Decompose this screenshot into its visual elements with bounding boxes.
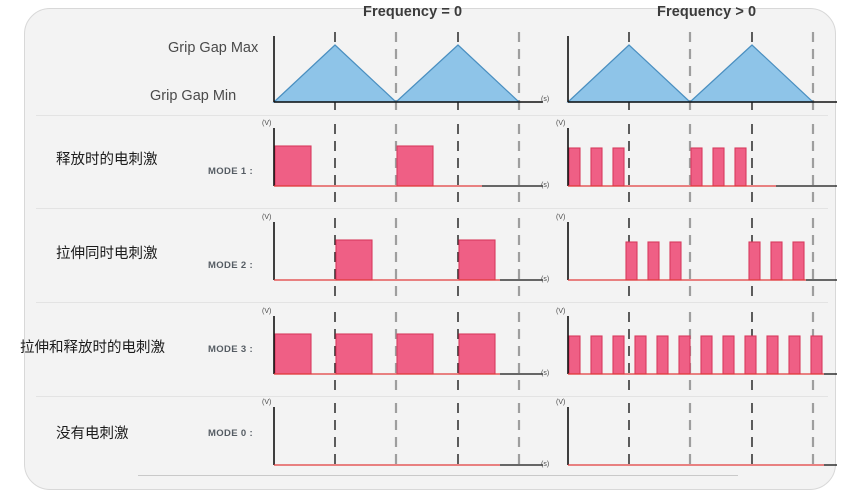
row-description-mode3: 拉伸和释放时的电刺激 xyxy=(20,340,165,356)
mode2-plot-left xyxy=(268,218,550,296)
row-description-mode0: 没有电刺激 xyxy=(56,426,129,442)
voltage-unit-label-mode2-left: (V) xyxy=(262,214,272,221)
voltage-unit-label-mode0-right: (V) xyxy=(556,399,566,406)
mode0-plot-left xyxy=(268,403,550,475)
mode-label-2: MODE 2 : xyxy=(208,260,254,271)
row-separator xyxy=(36,115,828,116)
time-unit-label-mode0-left: (s) xyxy=(541,461,550,468)
mode-label-1: MODE 1 : xyxy=(208,166,254,177)
mode-label-3: MODE 3 : xyxy=(208,344,254,355)
grip-gap-min-label: Grip Gap Min xyxy=(150,88,237,104)
time-unit-label-row0-left: (s) xyxy=(541,96,550,103)
mode3-plot-right xyxy=(562,312,844,390)
row-separator xyxy=(36,302,828,303)
mode-label-0: MODE 0 : xyxy=(208,428,254,439)
grip-gap-plot-right xyxy=(562,30,844,115)
time-unit-label-mode3-left: (s) xyxy=(541,370,550,377)
row-description-mode1: 释放时的电刺激 xyxy=(56,152,158,168)
bottom-rule xyxy=(138,475,738,476)
mode2-plot-right xyxy=(562,218,844,296)
time-unit-label-mode2-left: (s) xyxy=(541,276,550,283)
grip-gap-max-label: Grip Gap Max xyxy=(168,40,259,56)
voltage-unit-label-mode0-left: (V) xyxy=(262,399,272,406)
row-separator xyxy=(36,208,828,209)
voltage-unit-label-mode1-left: (V) xyxy=(262,120,272,127)
voltage-unit-label-mode3-left: (V) xyxy=(262,308,272,315)
mode1-plot-right xyxy=(562,124,844,202)
voltage-unit-label-mode1-right: (V) xyxy=(556,120,566,127)
column-header-frequency-zero: Frequency = 0 xyxy=(363,4,463,20)
voltage-unit-label-mode3-right: (V) xyxy=(556,308,566,315)
mode0-plot-right xyxy=(562,403,844,475)
mode1-plot-left xyxy=(268,124,550,202)
column-header-frequency-positive: Frequency > 0 xyxy=(657,4,757,20)
row-description-mode2: 拉伸同时电刺激 xyxy=(56,246,158,262)
voltage-unit-label-mode2-right: (V) xyxy=(556,214,566,221)
grip-gap-plot-left xyxy=(268,30,550,115)
time-unit-label-mode1-left: (s) xyxy=(541,182,550,189)
mode3-plot-left xyxy=(268,312,550,390)
row-separator xyxy=(36,396,828,397)
